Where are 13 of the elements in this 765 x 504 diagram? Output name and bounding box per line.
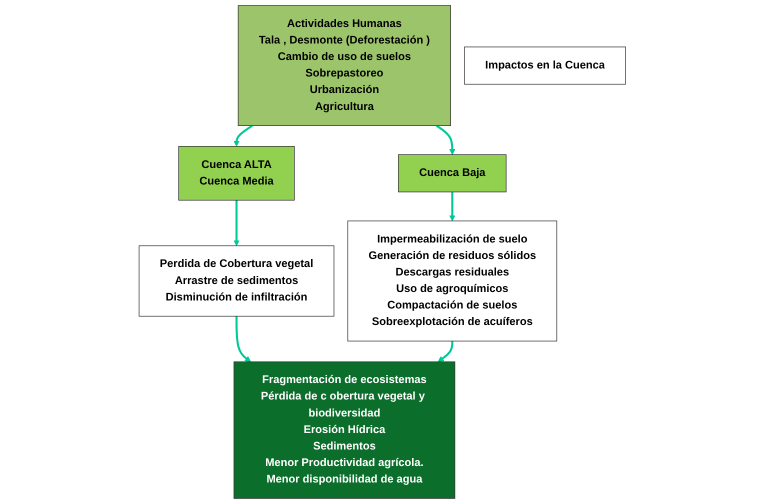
arrow [449, 192, 456, 222]
arrow [234, 200, 240, 246]
node-box: Cuenca ALTA Cuenca Media [178, 146, 295, 201]
node-box: Actividades Humanas Tala , Desmonte (Deforestación ) Cambio de uso de suelos Sobrepastoreo Urbanización Agricultura [238, 5, 452, 126]
arrow [436, 124, 456, 155]
node-box: Fragmentación de ecosistemas Pérdida de c obertura vegetal y biodiversidad Erosión Hídrica Sedimentos Menor Productividad agrícola. Menor disponibilidad de agua [234, 361, 456, 499]
node-box: Impactos en la Cuenca [464, 46, 626, 85]
arrow [438, 341, 454, 362]
node-box: Perdida de Cobertura vegetal Arrastre de sedimentos Disminución de infiltración [138, 245, 334, 317]
node-box: Impermeabilización de suelo Generación de residuos sólidos Descargas residuales Uso de agroquímicos Compactación de suelos Sobreexplotación de acuíferos [348, 220, 558, 342]
arrow [236, 316, 252, 362]
node-box: Cuenca Baja [398, 154, 507, 192]
arrow [234, 124, 254, 147]
